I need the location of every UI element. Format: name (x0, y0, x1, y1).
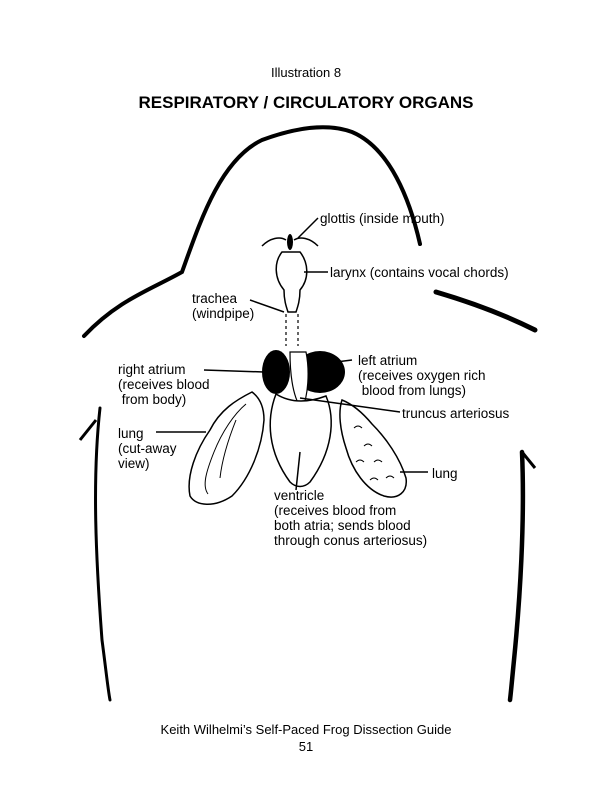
label-right-atrium: right atrium (receives blood from body) (118, 362, 210, 407)
body-outline-head (82, 125, 422, 338)
lung-right-shape (339, 399, 407, 498)
page-title: RESPIRATORY / CIRCULATORY ORGANS (138, 93, 474, 112)
label-glottis: glottis (inside mouth) (320, 211, 445, 226)
glottis-slit (287, 234, 293, 250)
larynx-shape (275, 251, 308, 313)
body-outline-right-mark (520, 451, 537, 469)
label-larynx: larynx (contains vocal chords) (330, 265, 509, 280)
lung-cutaway-inner (204, 403, 247, 495)
page-number: 51 (298, 739, 314, 754)
ventricle-shape (269, 392, 332, 488)
leader-truncus (299, 397, 401, 413)
label-lung: lung (432, 466, 458, 481)
leader-left-atrium (335, 359, 353, 363)
label-trachea: trachea (windpipe) (192, 291, 255, 321)
label-lung-cutaway: lung (cut-away view) (118, 426, 177, 471)
illustration-number: Illustration 8 (270, 65, 342, 80)
leader-ventricle (295, 451, 301, 491)
label-left-atrium: left atrium (receives oxygen rich blood … (358, 353, 486, 398)
leader-right-atrium (203, 369, 265, 373)
footer-credit: Keith Wilhelmi’s Self-Paced Frog Dissect… (160, 722, 452, 737)
label-truncus-arteriosus: truncus arteriosus (402, 406, 510, 421)
body-outline-left-side (94, 406, 112, 702)
body-outline-right-upper (433, 289, 538, 333)
leader-trachea (249, 299, 285, 313)
leader-glottis (297, 217, 319, 239)
body-outline-right-side (507, 449, 526, 703)
label-ventricle: ventricle (receives blood from both atri… (274, 488, 428, 548)
body-outline-left-mark (78, 419, 98, 441)
glottis-shape (261, 237, 319, 247)
lung-right-texture (353, 425, 395, 481)
right-atrium-shape (262, 350, 290, 394)
trachea-shape (285, 314, 299, 346)
